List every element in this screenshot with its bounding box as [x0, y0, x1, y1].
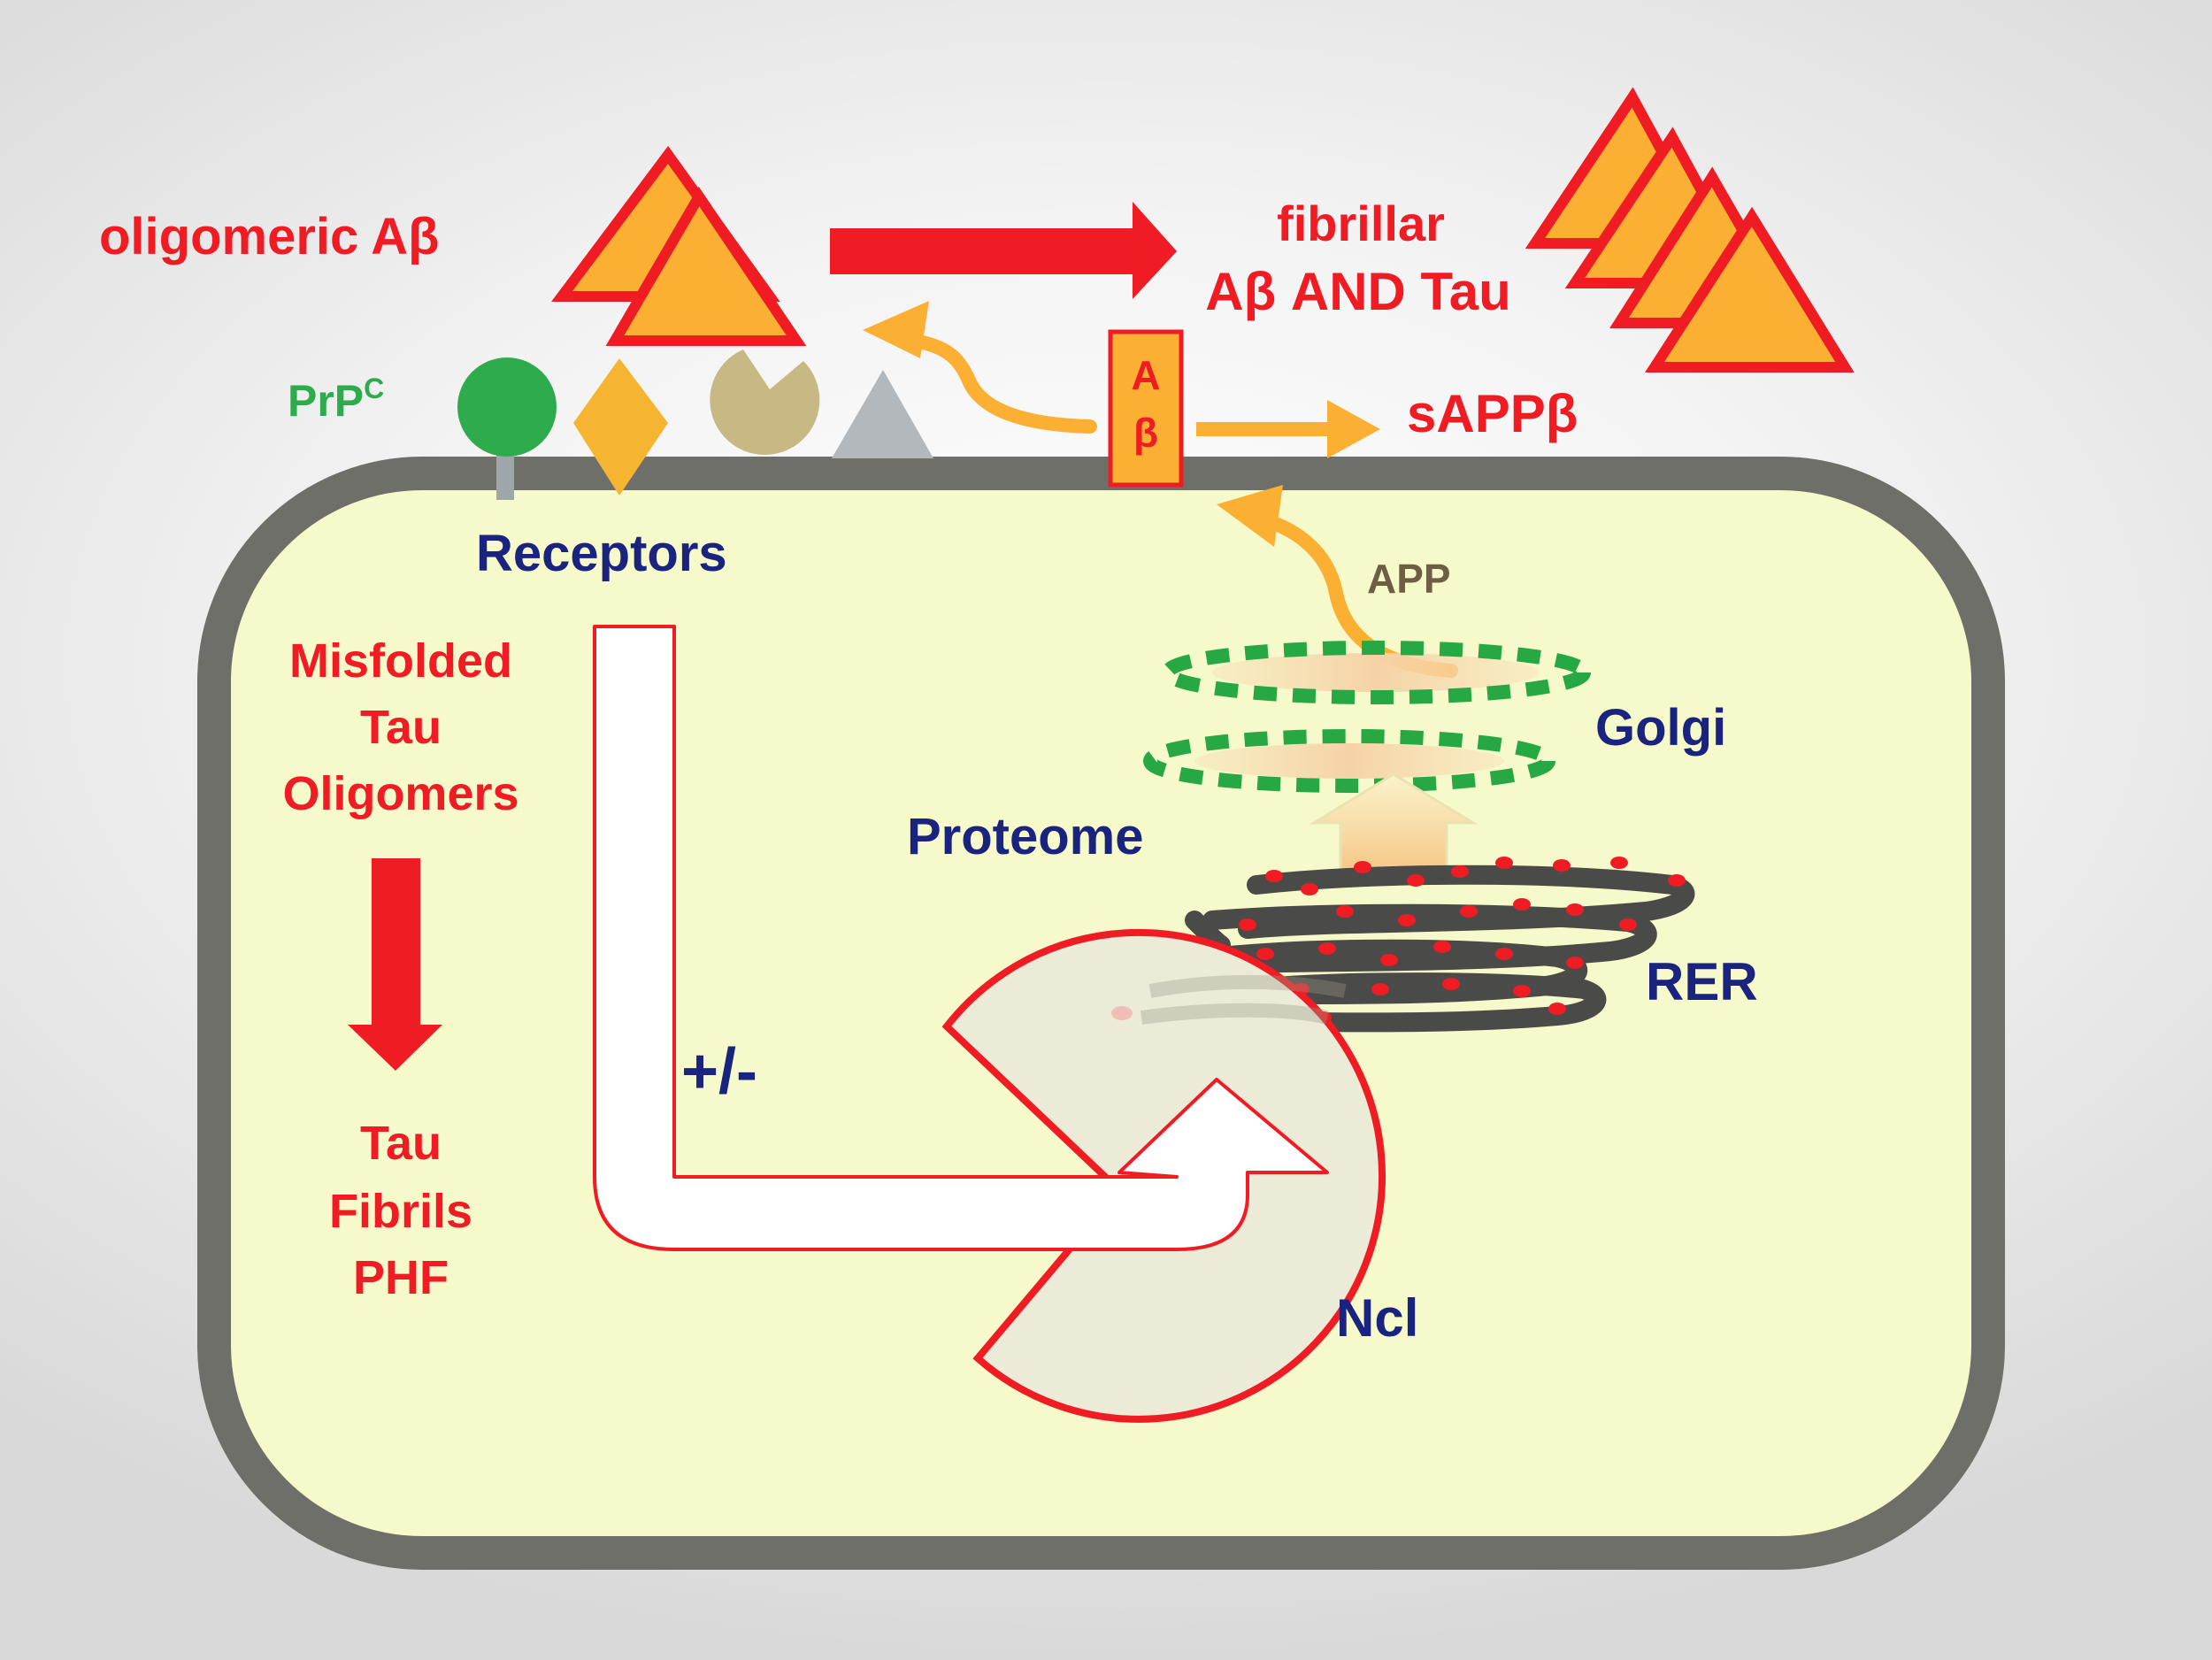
proteome-arrow-icon: [593, 625, 1329, 1251]
aggregation-arrow-icon: [830, 202, 1177, 299]
app-label: APP: [1367, 556, 1451, 602]
rer-shadow-dot-icon: [1111, 1006, 1133, 1020]
fibrils-label-line3: PHF: [353, 1251, 449, 1304]
fibrils-label-line1: Tau: [360, 1117, 442, 1170]
sappb-label: sAPPβ: [1407, 384, 1578, 443]
receptors-label: Receptors: [476, 525, 727, 582]
triangle-receptor-icon: [832, 370, 933, 458]
rer-shadow-icon: [1140, 974, 1347, 1025]
oligomeric-abeta-label: oligomeric Aβ: [99, 208, 440, 265]
notched-receptor-icon: [710, 350, 820, 456]
ncl-label: Ncl: [1336, 1288, 1418, 1348]
abeta-box-label-line1: A: [1131, 352, 1160, 398]
prpc-label-sup: C: [364, 373, 384, 404]
misfolded-label-line1: Misfolded: [289, 634, 512, 688]
fibrillar-label-line1: fibrillar: [1277, 196, 1445, 251]
golgi-label: Golgi: [1595, 699, 1726, 757]
diamond-receptor-icon: [573, 358, 668, 496]
rer-label: RER: [1646, 952, 1758, 1011]
proteome-label: Proteome: [907, 808, 1144, 865]
fibrillar-label-line2: Aβ AND Tau: [1205, 262, 1511, 321]
rough-er-icon: [1185, 865, 1695, 1033]
tau-aggregation-arrow-icon: [348, 858, 442, 1071]
prpc-label: PrPC: [288, 373, 384, 426]
abeta-release-arrow-icon: [863, 301, 1097, 434]
misfolded-label-line3: Oligomers: [282, 767, 518, 820]
prpc-receptor-icon: [457, 357, 557, 500]
sappb-arrow-icon: [1196, 400, 1380, 458]
fibrils-label-line2: Fibrils: [329, 1185, 472, 1238]
fibrillar-triangles-icon: [1525, 87, 1855, 373]
misfolded-label-line2: Tau: [360, 701, 442, 754]
plus-minus-label: +/-: [681, 1036, 757, 1107]
abeta-box: [1108, 329, 1184, 488]
oligomeric-abeta-triangles-icon: [551, 145, 807, 346]
abeta-box-label-line2: β: [1133, 410, 1158, 456]
prpc-label-base: PrP: [288, 376, 364, 426]
golgi-apparatus-icon: [1143, 641, 1591, 793]
